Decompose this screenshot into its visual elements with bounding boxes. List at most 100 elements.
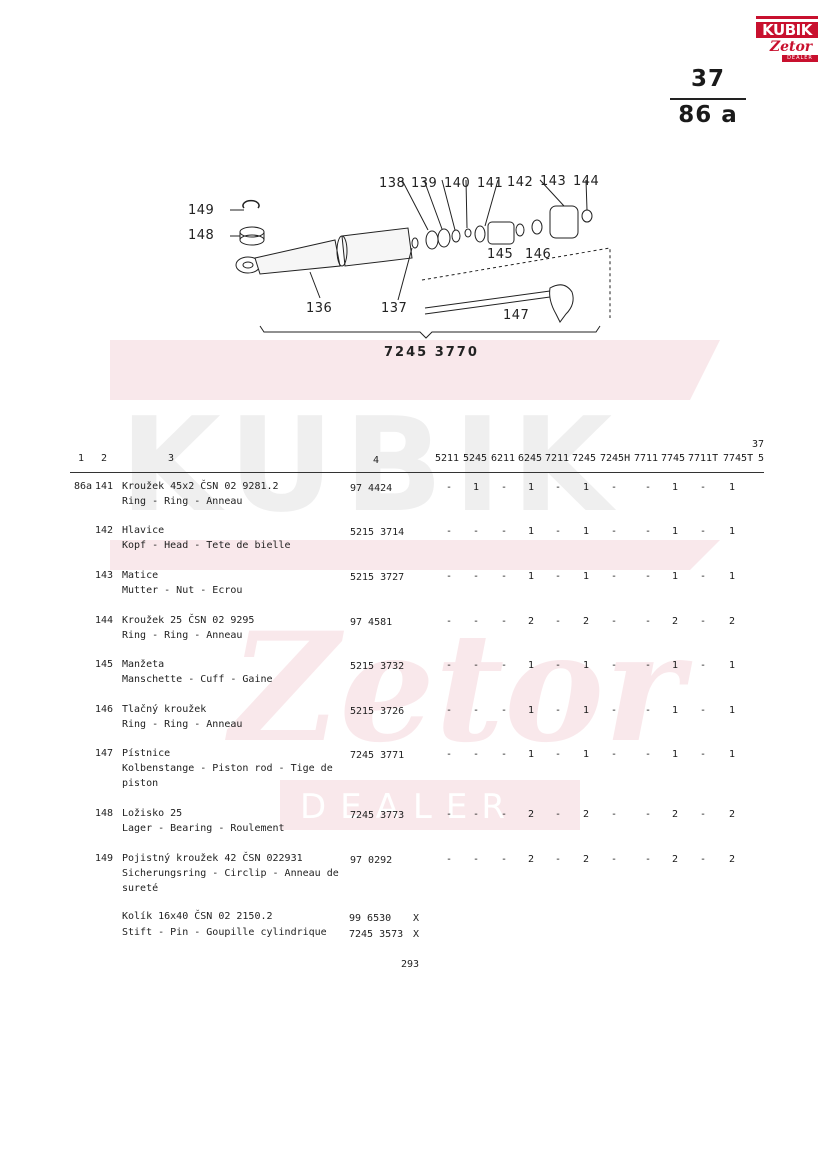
row-quantity: 1: [671, 749, 679, 760]
row-quantity: -: [472, 854, 480, 865]
callout-145: 145: [487, 247, 513, 262]
row-quantity: -: [554, 809, 562, 820]
row-quantity: 1: [582, 660, 590, 671]
row-quantity: -: [644, 749, 652, 760]
model-header-10: 7745T: [723, 453, 754, 464]
row-quantity: -: [472, 705, 480, 716]
assembly-number: 7245 3770: [384, 345, 479, 360]
row-part-number: 5215 3727: [350, 572, 405, 583]
col-header-5: 5: [758, 453, 765, 464]
row-description-line: Ložisko 25: [122, 808, 183, 819]
page-number: 293: [401, 959, 420, 970]
logo-tag: DEALER: [782, 55, 818, 62]
row-quantity: 2: [671, 854, 679, 865]
row-quantity: 1: [671, 660, 679, 671]
row-quantity: 2: [728, 854, 736, 865]
row-quantity: -: [699, 854, 707, 865]
model-header-8: 7745: [661, 453, 686, 464]
row-quantity: -: [699, 749, 707, 760]
row-quantity: -: [699, 616, 707, 627]
row-quantity: -: [554, 526, 562, 537]
row-part-number: 97 4424: [350, 483, 393, 494]
row-quantity: -: [472, 749, 480, 760]
callout-139: 139: [411, 176, 437, 191]
row-quantity: 1: [728, 571, 736, 582]
row-quantity: -: [610, 660, 618, 671]
circlip-149: [242, 199, 260, 209]
logo-stripe: [756, 16, 818, 19]
row-description-line: Lager - Bearing - Roulement: [122, 823, 285, 834]
row-quantity: -: [644, 660, 652, 671]
nut-143: [549, 205, 579, 239]
pin-137: [411, 237, 419, 249]
row-quantity: 1: [472, 482, 480, 493]
col-header-4: 4: [373, 455, 380, 466]
row-description-line: piston: [122, 778, 159, 789]
row-quantity: -: [699, 482, 707, 493]
row-description-line: Pojistný kroužek 42 ČSN 022931: [122, 853, 303, 864]
callout-136: 136: [306, 301, 332, 316]
row-quantity: 1: [527, 749, 535, 760]
row-quantity: -: [610, 482, 618, 493]
row-quantity: -: [610, 809, 618, 820]
logo-brand: KUBIK: [756, 22, 818, 38]
row-quantity: -: [500, 482, 508, 493]
row-quantity: 1: [527, 526, 535, 537]
row-quantity: -: [500, 616, 508, 627]
row-quantity: -: [472, 526, 480, 537]
row-description-line: Kroužek 45x2 ČSN 02 9281.2: [122, 481, 279, 492]
row-quantity: -: [445, 526, 453, 537]
row-quantity: 1: [728, 482, 736, 493]
row-quantity: -: [644, 854, 652, 865]
svg-text:Zetor: Zetor: [225, 600, 693, 776]
row-part-number: 7245 3773: [350, 810, 405, 821]
row-quantity: -: [445, 749, 453, 760]
row-quantity: 1: [728, 749, 736, 760]
row-quantity: 2: [582, 854, 590, 865]
ring-144: [581, 209, 593, 223]
logo-sub: Zetor: [769, 39, 813, 55]
page-ref-top: 37: [690, 66, 725, 92]
row-quantity: 2: [671, 616, 679, 627]
row-quantity: 1: [527, 660, 535, 671]
model-header-4: 7211: [545, 453, 570, 464]
row-quantity: -: [554, 482, 562, 493]
row-part-number: 7245 3771: [350, 750, 405, 761]
cylinder-eye-hole: [242, 261, 254, 269]
callout-149: 149: [188, 203, 214, 218]
row-quantity: 1: [728, 660, 736, 671]
row-quantity: -: [644, 809, 652, 820]
model-header-7: 7711: [634, 453, 659, 464]
row-quantity: 1: [671, 571, 679, 582]
callout-140: 140: [444, 176, 470, 191]
callout-148: 148: [188, 228, 214, 243]
row-quantity: -: [644, 526, 652, 537]
row-description-line: Manžeta: [122, 659, 165, 670]
row-quantity: -: [699, 660, 707, 671]
row-quantity: 1: [527, 705, 535, 716]
callout-138: 138: [379, 176, 405, 191]
exploded-parts-diagram: 138 139 140 141 142 143 144 149 148 136 …: [188, 174, 611, 360]
ring-142: [474, 225, 486, 243]
assembly-brace: [259, 325, 601, 339]
row-part-number: 5215 3732: [350, 661, 405, 672]
row-description-line: Manschette - Cuff - Gaine: [122, 674, 273, 685]
row-quantity: -: [445, 809, 453, 820]
callout-142: 142: [507, 175, 533, 190]
row-quantity: 2: [527, 616, 535, 627]
row-quantity: 2: [728, 809, 736, 820]
row-quantity: -: [699, 705, 707, 716]
extra-mark-2: X: [413, 929, 420, 940]
row-quantity: -: [500, 705, 508, 716]
row-part-number: 97 0292: [350, 855, 393, 866]
row-description-line: Kopf - Head - Tete de bielle: [122, 540, 291, 551]
row-quantity: -: [500, 526, 508, 537]
leader-lines: [401, 179, 588, 231]
piston-rod-147: [424, 290, 551, 315]
row-part-number: 97 4581: [350, 617, 393, 628]
row-quantity: -: [445, 482, 453, 493]
extra-desc-line-2: Stift - Pin - Goupille cylindrique: [122, 927, 327, 938]
row-quantity: 1: [582, 526, 590, 537]
row-position: 143: [95, 570, 114, 581]
leader-lines-left: [230, 209, 244, 237]
